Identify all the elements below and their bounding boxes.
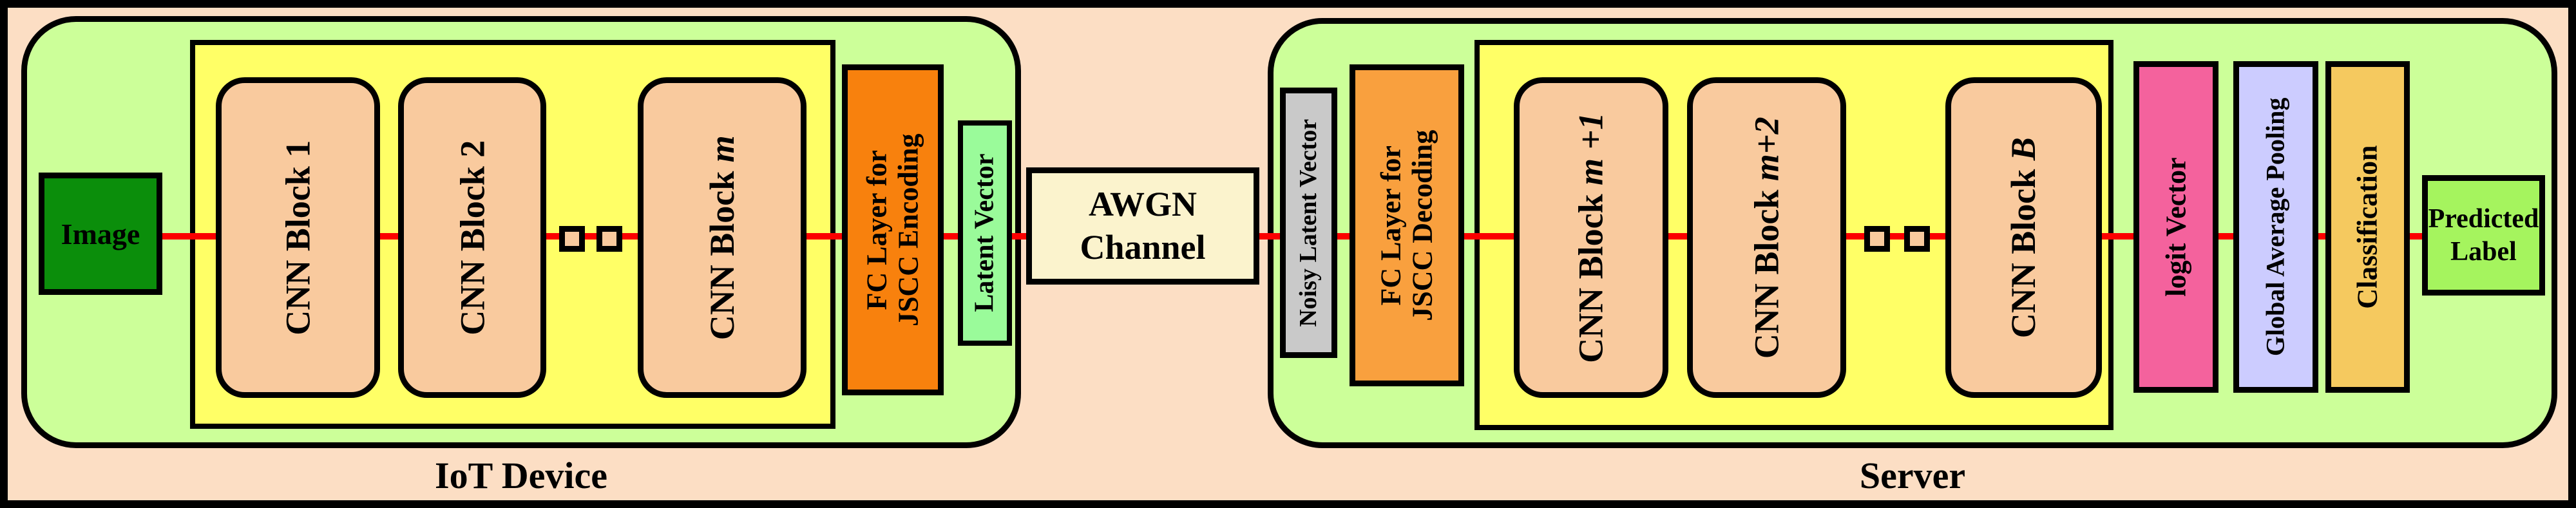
logit-vector-box: logit Vector xyxy=(2133,61,2218,393)
server-label: Server xyxy=(1859,454,1966,496)
cnn-block-m2-label: CNN Block m+2 xyxy=(1747,117,1786,359)
ellipsis-square-icon xyxy=(1864,226,1890,252)
logit-vector-label: logit Vector xyxy=(2160,157,2192,297)
cnn-block-2: CNN Block 2 xyxy=(398,77,546,398)
latent-vector-label: Latent Vector xyxy=(969,153,1000,313)
latent-vector-box: Latent Vector xyxy=(958,120,1012,346)
image-box: Image xyxy=(39,173,162,295)
cnn-block-B-label: CNN Block B xyxy=(2004,136,2043,339)
fc-jscc-encoding-label: FC Layer for JSCC Encoding xyxy=(861,133,925,326)
awgn-channel-label: AWGN Channel xyxy=(1080,184,1206,267)
classification-label: Classification xyxy=(2351,145,2383,309)
global-average-pooling-box: Global Average Pooling xyxy=(2233,61,2318,393)
global-average-pooling-label: Global Average Pooling xyxy=(2260,97,2290,357)
ellipsis-square-icon xyxy=(559,226,585,252)
fc-jscc-encoding-box: FC Layer for JSCC Encoding xyxy=(842,64,944,395)
iot-device-label: IoT Device xyxy=(435,454,607,496)
cnn-block-m: CNN Block m xyxy=(638,77,806,398)
noisy-latent-vector-box: Noisy Latent Vector xyxy=(1280,88,1337,358)
awgn-channel-box: AWGN Channel xyxy=(1026,167,1259,285)
predicted-label-box: Predicted Label xyxy=(2422,175,2545,296)
cnn-block-m1: CNN Block m +1 xyxy=(1514,77,1668,398)
cnn-block-2-label: CNN Block 2 xyxy=(452,140,491,335)
fc-jscc-decoding-label: FC Layer for JSCC Decoding xyxy=(1375,129,1438,321)
ellipsis-square-icon xyxy=(596,226,622,252)
ellipsis-square-icon xyxy=(1904,226,1930,252)
cnn-block-m-label: CNN Block m xyxy=(702,135,741,341)
cnn-block-m1-label: CNN Block m +1 xyxy=(1571,112,1610,363)
cnn-block-m2: CNN Block m+2 xyxy=(1687,77,1846,398)
classification-box: Classification xyxy=(2325,61,2410,393)
noisy-latent-vector-label: Noisy Latent Vector xyxy=(1295,118,1322,327)
image-box-label: Image xyxy=(61,217,140,250)
cnn-block-1: CNN Block 1 xyxy=(216,77,380,398)
predicted-label-text: Predicted Label xyxy=(2428,204,2539,267)
cnn-block-1-label: CNN Block 1 xyxy=(278,140,318,335)
fc-jscc-decoding-box: FC Layer for JSCC Decoding xyxy=(1350,64,1464,386)
cnn-block-B: CNN Block B xyxy=(1945,77,2102,398)
